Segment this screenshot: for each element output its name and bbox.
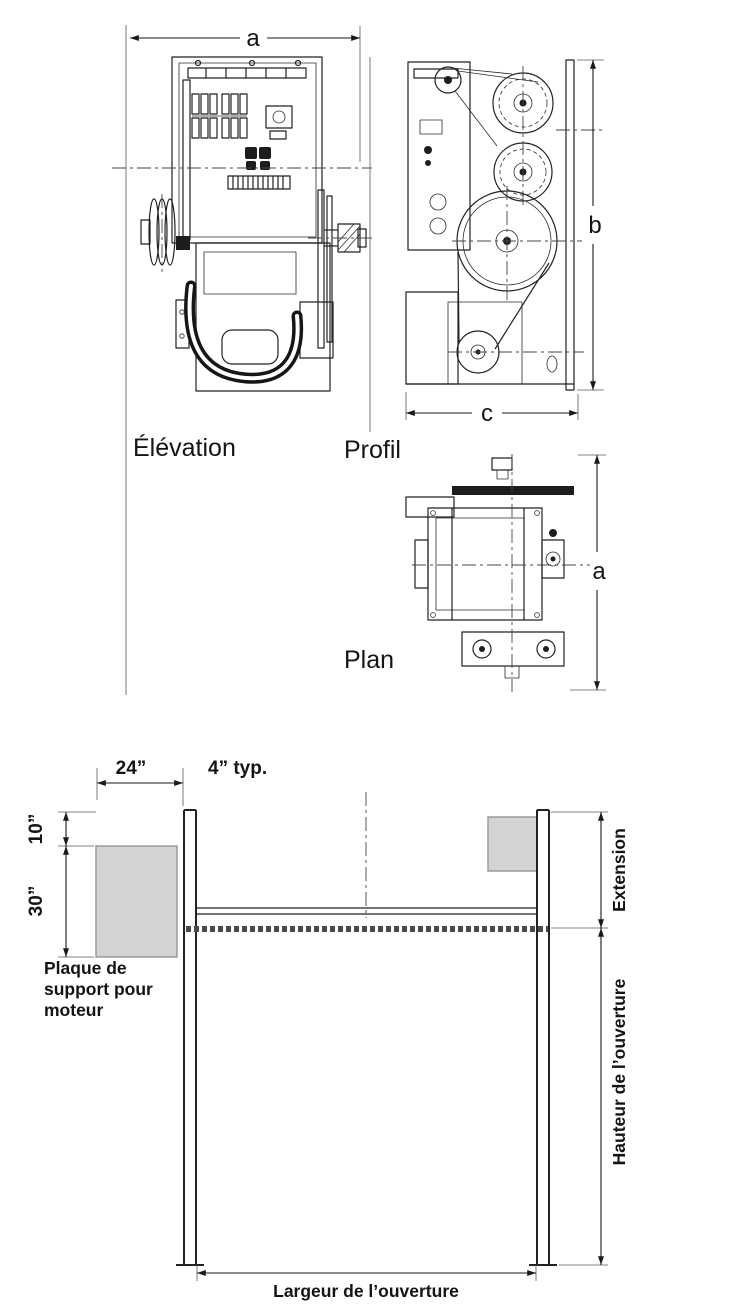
typical-dim-label: 4” typ.: [208, 758, 267, 779]
top-offset-dim-label: 10”: [26, 814, 47, 845]
motor-support-plate: [95, 845, 178, 958]
plan-view: a Plan: [344, 454, 606, 692]
plate-width-dimension: 24”: [96, 758, 184, 806]
extension-plate: [487, 816, 538, 872]
motor-plate-label-line2: support pour: [44, 979, 153, 999]
profile-view: b c Profil: [344, 57, 604, 464]
door-header: [186, 907, 548, 932]
motor-plate-label-line1: Plaque de: [44, 958, 127, 978]
plan-caption: Plan: [344, 646, 394, 674]
right-dimensions: Extension Hauteur de l’ouverture: [551, 811, 629, 1266]
profile-dim-b-label: b: [588, 212, 601, 239]
opening-width-label: Largeur de l’ouverture: [273, 1281, 459, 1301]
door-tracks: [176, 809, 557, 1266]
profile-dim-c: c: [405, 392, 579, 427]
profile-caption: Profil: [344, 436, 401, 464]
motor-plate-label: Plaque de support pour moteur: [44, 958, 153, 1020]
extension-label: Extension: [609, 828, 629, 912]
profile-drawing: [405, 59, 604, 391]
sheave-pulley: [148, 198, 160, 266]
left-dimensions: 10” 30”: [26, 811, 96, 958]
plate-height-dim-label: 30”: [26, 886, 47, 917]
machine-views: a: [112, 25, 606, 695]
elevation-view: a: [112, 25, 372, 695]
motor-plate-label-line3: moteur: [44, 1000, 104, 1020]
elevation-dim-a-label: a: [246, 25, 260, 52]
profile-dim-c-label: c: [481, 400, 493, 427]
plan-dim-a: a: [570, 454, 606, 691]
installation-diagram: 24” 4” typ. 10” 30” Plaque de support po…: [26, 758, 629, 1301]
elevation-dim-a: a: [130, 25, 360, 52]
elevation-drawing: [112, 56, 372, 392]
plan-dim-a-label: a: [592, 558, 606, 585]
idler-pulley: [434, 66, 462, 94]
plate-width-dim-label: 24”: [116, 758, 147, 779]
plan-drawing: [405, 454, 590, 692]
elevation-caption: Élévation: [133, 433, 236, 462]
profile-dim-b: b: [577, 59, 604, 391]
opening-width-dimension: Largeur de l’ouverture: [196, 1265, 537, 1301]
opening-height-label: Hauteur de l’ouverture: [609, 978, 629, 1165]
